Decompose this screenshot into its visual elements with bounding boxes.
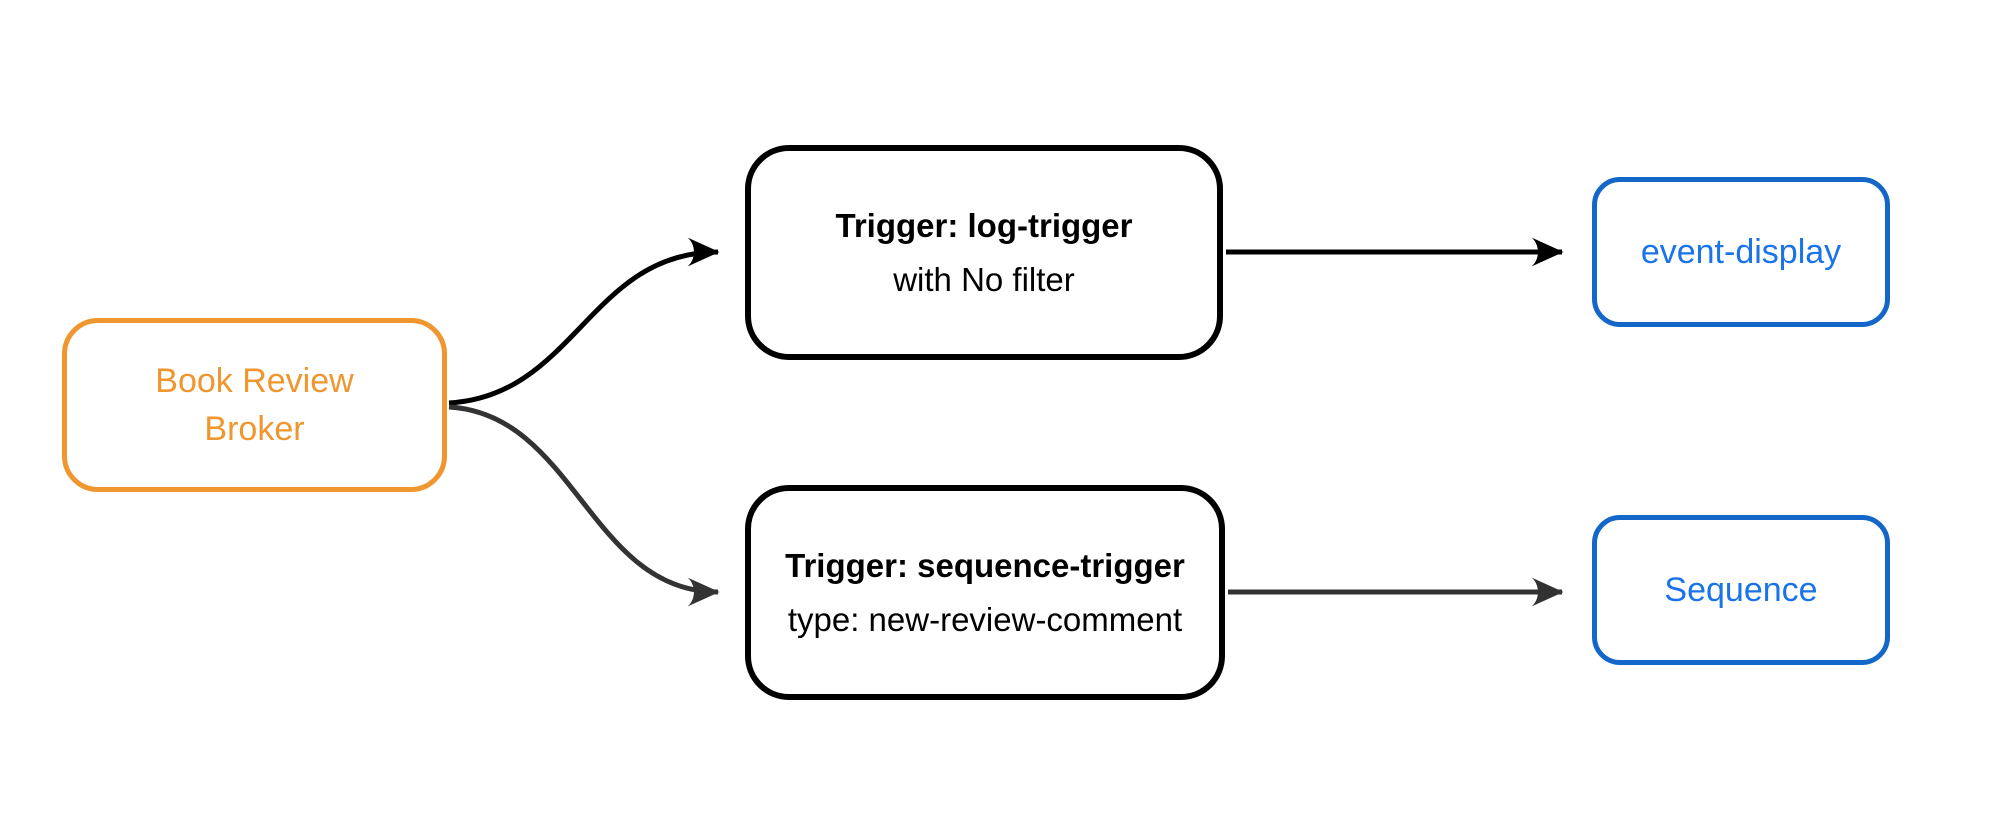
node-sequence: Sequence (1592, 515, 1890, 665)
log-trigger-title: Trigger: log-trigger (835, 206, 1133, 244)
broker-label-line1: Book Review (155, 362, 354, 400)
node-log-trigger: Trigger: log-trigger with No filter (745, 145, 1223, 360)
node-book-review-broker: Book Review Broker (62, 318, 447, 492)
edge-broker-to-sequence-trigger (448, 404, 720, 607)
broker-label-line2: Broker (204, 410, 305, 448)
node-sequence-trigger: Trigger: sequence-trigger type: new-revi… (745, 485, 1225, 700)
edge-broker-to-log-trigger (448, 237, 720, 406)
sequence-label: Sequence (1664, 570, 1818, 609)
event-display-label: event-display (1640, 232, 1842, 271)
sequence-trigger-title: Trigger: sequence-trigger (785, 546, 1185, 584)
log-trigger-subtitle: with No filter (893, 260, 1075, 298)
node-event-display: event-display (1592, 177, 1890, 327)
sequence-trigger-subtitle: type: new-review-comment (787, 600, 1183, 638)
